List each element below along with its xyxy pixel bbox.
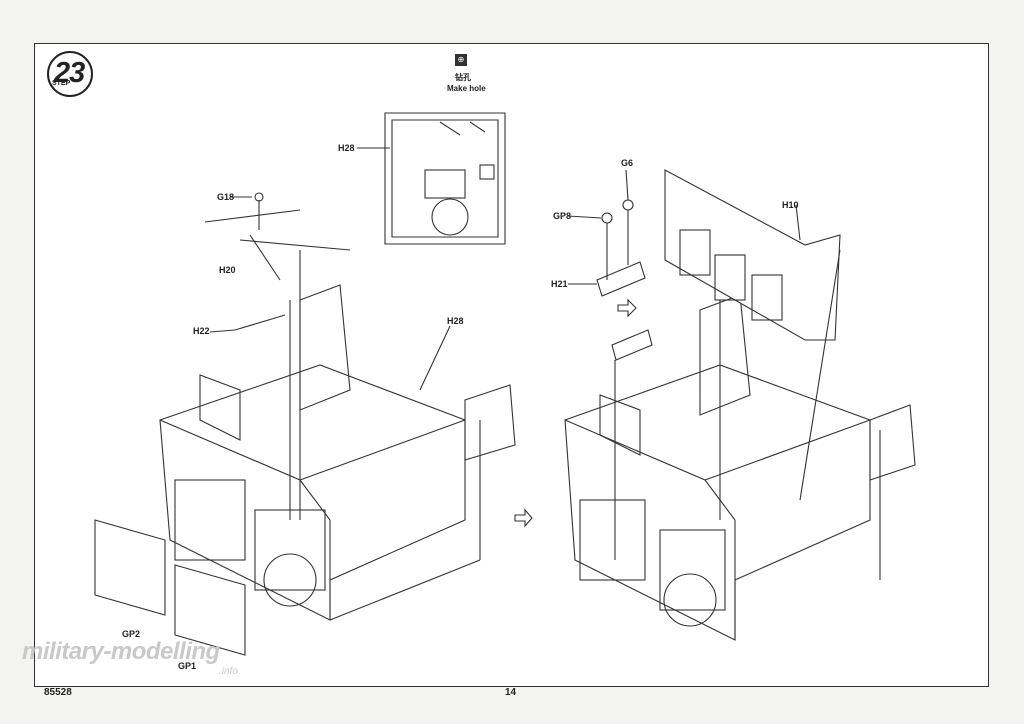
gp-panels: [94, 519, 246, 656]
part-label-gp8: GP8: [553, 211, 572, 221]
part-label-gp1: GP1: [178, 661, 197, 671]
right-small-parts: [596, 199, 653, 560]
part-label-g18: G18: [217, 192, 235, 202]
page-number: 14: [505, 687, 517, 698]
step-number: 23: [54, 57, 85, 89]
kit-code: 85528: [44, 687, 72, 698]
watermark-sub: .info: [219, 666, 238, 677]
watermark-logo: military-modelling: [22, 638, 220, 665]
left-hull-tub: [159, 284, 516, 621]
part-label-h22: H22: [193, 326, 210, 336]
part-label-g6: G6: [621, 158, 634, 168]
part-label-h10: H10: [782, 200, 799, 210]
h28-inset-panel: [384, 112, 506, 245]
step-label: STEP: [52, 80, 71, 87]
note-english: Make hole: [447, 84, 486, 93]
part-label-h28-top: H28: [338, 143, 355, 153]
part-label-h21: H21: [551, 279, 568, 289]
drill-icon: ⊕: [455, 54, 467, 66]
right-hull-tub: [564, 294, 916, 641]
note-chinese: 钻孔: [455, 73, 471, 82]
arrow-icon: [514, 508, 533, 528]
left-small-parts: [204, 192, 351, 520]
part-label-gp2: GP2: [122, 629, 141, 639]
step-badge-icon: [47, 51, 93, 97]
part-label-h28-main: H28: [447, 316, 464, 326]
h10-panel: [664, 169, 841, 520]
part-label-h20: H20: [219, 265, 236, 275]
